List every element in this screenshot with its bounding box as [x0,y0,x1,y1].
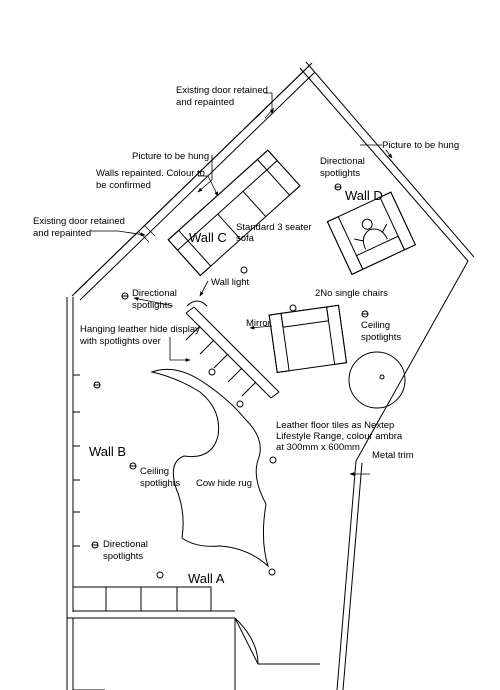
label-ceiling-left: Ceiling spotlights [140,466,180,489]
wall-a-label: Wall A [188,571,225,586]
existing-door-top [255,107,275,119]
label-metal-trim: Metal trim [372,450,414,461]
spotlight-directional-mid [121,292,129,300]
label-walls-repainted: Walls repainted. Colour to be confirmed [96,168,208,191]
spotlight-directional-bottom [91,541,99,549]
three-seater-sofa [167,149,301,277]
spotlight-ceiling-right [361,310,369,318]
label-cow-hide: Cow hide rug [196,478,252,489]
spotlight-picture-d [379,374,385,380]
wall-a-units [72,586,212,612]
label-floor-tiles: Leather floor tiles as Nextep Lifestyle … [276,420,405,453]
spotlight-hide-1 [289,304,297,312]
cow-hide-rug [150,368,270,568]
spotlight-rug-tip [268,568,276,576]
spotlight-directional-top [334,183,342,191]
wall-c-label: Wall C [189,230,227,245]
label-ceiling-right: Ceiling spotlights [361,320,401,343]
spotlight-hide-3 [93,381,101,389]
label-directional-top: Directional spotlights [320,156,368,179]
spotlight-hide-2 [208,368,216,376]
spotlights [91,183,385,579]
spotlight-hide-4 [236,400,244,408]
label-wall-light: Wall light [211,277,250,288]
label-directional-mid: Directional spotlights [132,288,180,311]
wall-d-label: Wall D [345,188,383,203]
spotlight-wall-a [156,571,164,579]
wall-b-label: Wall B [89,444,126,459]
label-chairs: 2No single chairs [315,288,388,299]
label-door-top: Existing door retained and repainted [176,85,271,108]
label-picture-left: Picture to be hung [132,151,209,162]
leader-lines [90,92,393,476]
label-directional-bottom: Directional spotlights [103,539,151,562]
mirror-rail [185,306,280,399]
wall-b-hangers [73,374,80,547]
outer-walls [66,61,475,690]
label-hanging-hide: Hanging leather hide display with spotli… [79,324,203,347]
single-chair-wall-d [326,191,417,275]
wall-light-shade [186,300,208,307]
spotlight-ceiling-mid [269,456,277,464]
round-table [348,351,406,409]
spotlight-wall-light [240,266,248,274]
single-chair-centre [268,304,348,374]
label-door-left: Existing door retained and repainted [33,216,128,239]
label-mirror: Mirror [246,318,271,329]
label-sofa: Standard 3 seater sofa [236,222,314,244]
label-picture-right: Picture to be hung [382,140,459,151]
entrance-door [234,617,320,690]
spotlight-ceiling-left [129,462,137,470]
